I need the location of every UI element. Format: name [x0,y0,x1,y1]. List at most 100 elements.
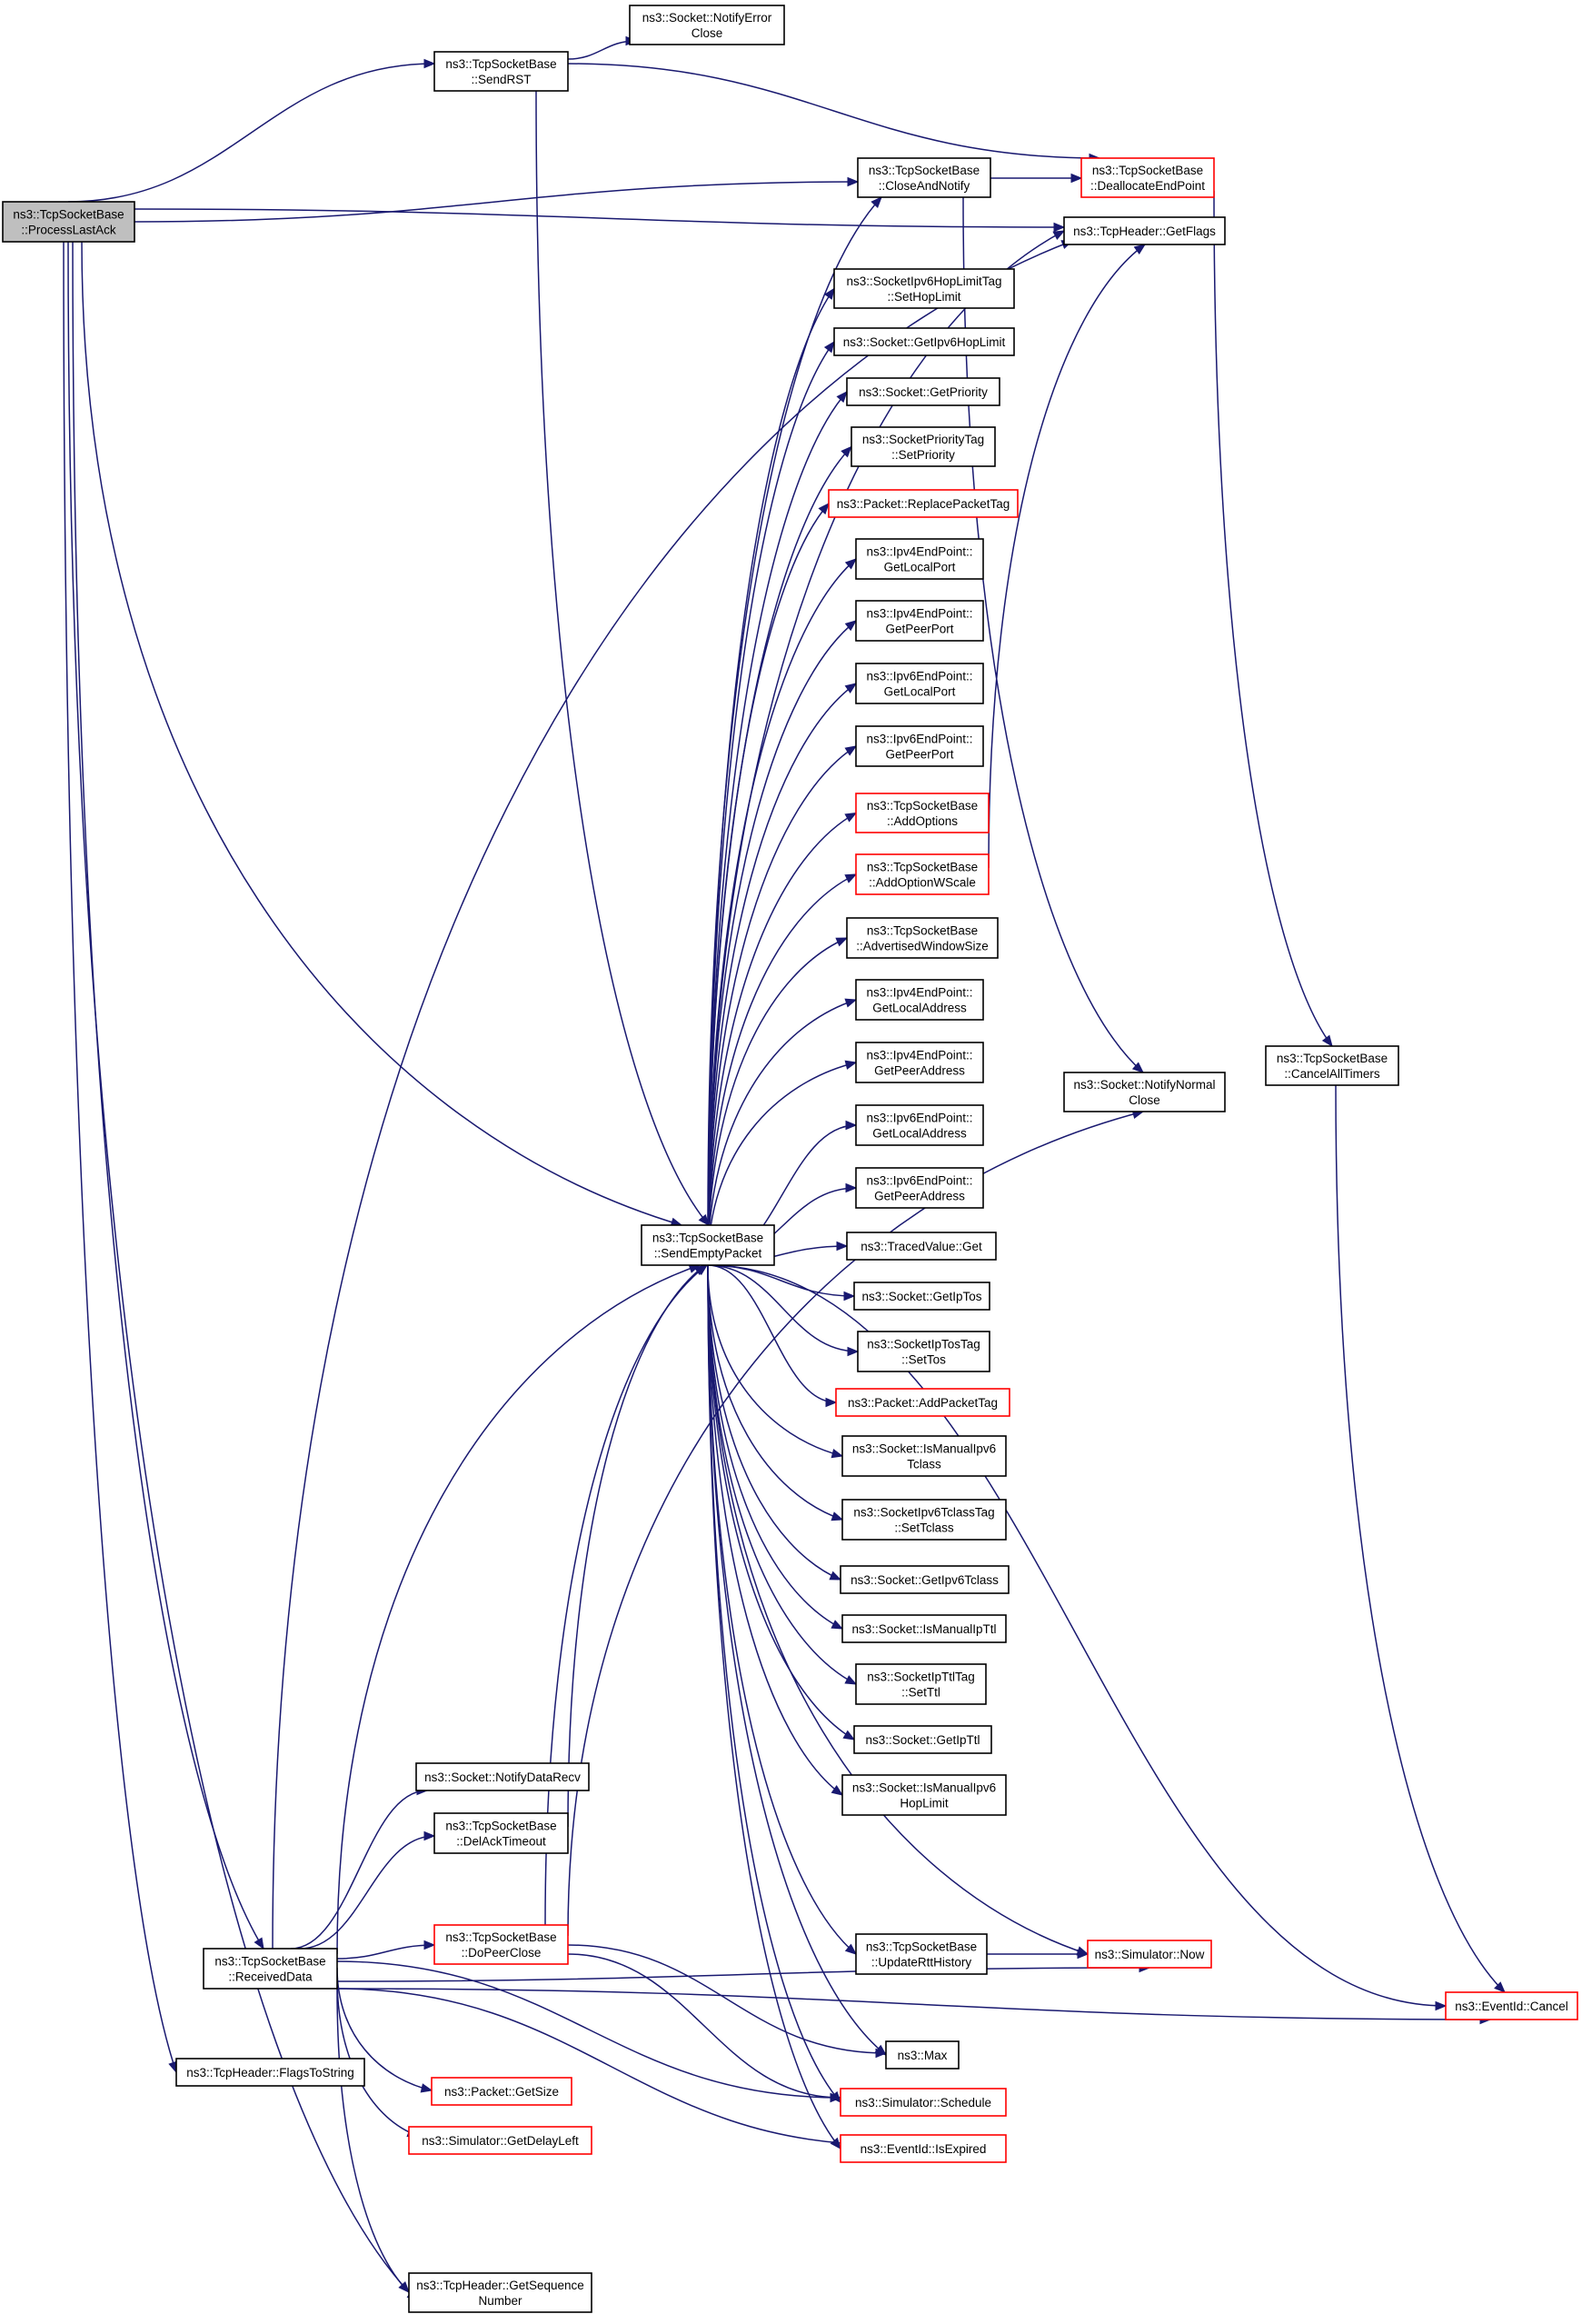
node-ipv6-get-peer-address[interactable]: ns3::Ipv6EndPoint::GetPeerAddress [855,1167,984,1209]
node-ipv6-get-local-port[interactable]: ns3::Ipv6EndPoint::GetLocalPort [855,663,984,704]
node-box[interactable] [855,1104,984,1146]
node-box[interactable] [855,1167,984,1209]
node-box[interactable] [855,538,984,580]
node-flags-to-string[interactable]: ns3::TcpHeader::FlagsToString [175,2058,365,2087]
node-box[interactable] [840,2088,1007,2117]
node-ipv4-get-local-address[interactable]: ns3::Ipv4EndPoint::GetLocalAddress [855,979,984,1021]
node-is-expired[interactable]: ns3::EventId::IsExpired [840,2134,1007,2163]
node-box[interactable] [855,1933,988,1975]
node-box[interactable] [641,1224,775,1266]
node-box[interactable] [855,793,990,833]
node-box[interactable] [408,2272,592,2313]
node-get-priority[interactable]: ns3::Socket::GetPriority [846,377,1000,406]
node-box[interactable] [841,1774,1007,1816]
node-box[interactable] [1265,1045,1399,1086]
node-is-manual-ip-ttl[interactable]: ns3::Socket::IsManualIpTtl [841,1614,1007,1643]
node-send-empty-packet[interactable]: ns3::TcpSocketBase::SendEmptyPacket [641,1224,775,1266]
node-box[interactable] [833,268,1015,309]
node-box[interactable] [203,1948,338,1990]
node-box[interactable] [841,1435,1007,1477]
node-notify-data-recv[interactable]: ns3::Socket::NotifyDataRecv [415,1762,590,1791]
node-box[interactable] [855,600,984,642]
node-get-ipv6-tclass[interactable]: ns3::Socket::GetIpv6Tclass [840,1565,1010,1594]
node-box[interactable] [846,1232,997,1261]
node-box[interactable] [833,327,1015,356]
node-box[interactable] [855,853,990,895]
node-box[interactable] [855,663,984,704]
node-add-options[interactable]: ns3::TcpSocketBase::AddOptions [855,793,990,833]
node-box[interactable] [433,1812,569,1854]
node-box[interactable] [846,377,1000,406]
node-box[interactable] [857,1331,990,1372]
node-send-rst[interactable]: ns3::TcpSocketBase::SendRST [433,51,569,92]
node-box[interactable] [840,2134,1007,2163]
node-packet-get-size[interactable]: ns3::Packet::GetSize [431,2077,572,2106]
node-received-data[interactable]: ns3::TcpSocketBase::ReceivedData [203,1948,338,1990]
node-box[interactable] [629,5,785,45]
node-max[interactable]: ns3::Max [885,2040,960,2070]
node-simulator-schedule[interactable]: ns3::Simulator::Schedule [840,2088,1007,2117]
node-close-and-notify[interactable]: ns3::TcpSocketBase::CloseAndNotify [857,157,991,198]
node-set-hop-limit[interactable]: ns3::SocketIpv6HopLimitTag::SetHopLimit [833,268,1015,309]
node-box[interactable] [1063,1072,1226,1112]
node-box[interactable] [853,1282,990,1311]
node-ip-tos-tag-set-tos[interactable]: ns3::SocketIpTosTag::SetTos [857,1331,990,1372]
node-box[interactable] [828,489,1019,518]
node-box[interactable] [855,1042,984,1083]
node-box[interactable] [415,1762,590,1791]
node-box[interactable] [851,426,996,467]
node-replace-packet-tag[interactable]: ns3::Packet::ReplacePacketTag [828,489,1019,518]
node-add-packet-tag[interactable]: ns3::Packet::AddPacketTag [835,1388,1010,1417]
node-ipv6-get-peer-port[interactable]: ns3::Ipv6EndPoint::GetPeerPort [855,725,984,767]
node-simulator-now[interactable]: ns3::Simulator::Now [1087,1940,1212,1969]
node-box[interactable] [175,2058,365,2087]
node-box[interactable] [853,1725,992,1754]
node-box[interactable] [855,725,984,767]
node-box[interactable] [846,917,999,959]
node-event-id-cancel[interactable]: ns3::EventId::Cancel [1445,1991,1578,2020]
node-tclass-tag-set-tclass[interactable]: ns3::SocketIpv6TclassTag::SetTclass [841,1499,1007,1541]
node-box[interactable] [1087,1940,1212,1969]
node-box[interactable] [841,1499,1007,1541]
node-box[interactable] [1445,1991,1578,2020]
node-box[interactable] [408,2126,592,2155]
node-box[interactable] [433,1924,569,1965]
node-box[interactable] [841,1614,1007,1643]
node-box[interactable] [433,51,569,92]
node-box[interactable] [855,1663,987,1705]
node-do-peer-close[interactable]: ns3::TcpSocketBase::DoPeerClose [433,1924,569,1965]
node-get-ip-ttl[interactable]: ns3::Socket::GetIpTtl [853,1725,992,1754]
node-traced-value-get[interactable]: ns3::TracedValue::Get [846,1232,997,1261]
node-get-ip-tos[interactable]: ns3::Socket::GetIpTos [853,1282,990,1311]
node-get-delay-left[interactable]: ns3::Simulator::GetDelayLeft [408,2126,592,2155]
node-box[interactable] [1063,216,1226,245]
node-cancel-all-timers[interactable]: ns3::TcpSocketBase::CancelAllTimers [1265,1045,1399,1086]
node-box[interactable] [835,1388,1010,1417]
node-process-last-ack[interactable]: ns3::TcpSocketBase::ProcessLastAck [2,201,135,243]
node-box[interactable] [2,201,135,243]
node-deallocate-end-point[interactable]: ns3::TcpSocketBase::DeallocateEndPoint [1080,157,1215,198]
node-box[interactable] [431,2077,572,2106]
node-ipv4-get-local-port[interactable]: ns3::Ipv4EndPoint::GetLocalPort [855,538,984,580]
node-ip-ttl-tag-set-ttl[interactable]: ns3::SocketIpTtlTag::SetTtl [855,1663,987,1705]
node-ipv4-get-peer-address[interactable]: ns3::Ipv4EndPoint::GetPeerAddress [855,1042,984,1083]
node-get-ipv6-hop-limit[interactable]: ns3::Socket::GetIpv6HopLimit [833,327,1015,356]
node-add-option-wscale[interactable]: ns3::TcpSocketBase::AddOptionWScale [855,853,990,895]
node-box[interactable] [840,1565,1010,1594]
node-tcp-header-get-flags[interactable]: ns3::TcpHeader::GetFlags [1063,216,1226,245]
node-box[interactable] [1080,157,1215,198]
node-ipv4-get-peer-port[interactable]: ns3::Ipv4EndPoint::GetPeerPort [855,600,984,642]
node-del-ack-timeout[interactable]: ns3::TcpSocketBase::DelAckTimeout [433,1812,569,1854]
node-box[interactable] [857,157,991,198]
node-priority-tag-set-priority[interactable]: ns3::SocketPriorityTag::SetPriority [851,426,996,467]
node-update-rtt-history[interactable]: ns3::TcpSocketBase::UpdateRttHistory [855,1933,988,1975]
node-box[interactable] [855,979,984,1021]
node-advertised-window-size[interactable]: ns3::TcpSocketBase::AdvertisedWindowSize [846,917,999,959]
node-ipv6-get-local-address[interactable]: ns3::Ipv6EndPoint::GetLocalAddress [855,1104,984,1146]
node-box[interactable] [885,2040,960,2070]
